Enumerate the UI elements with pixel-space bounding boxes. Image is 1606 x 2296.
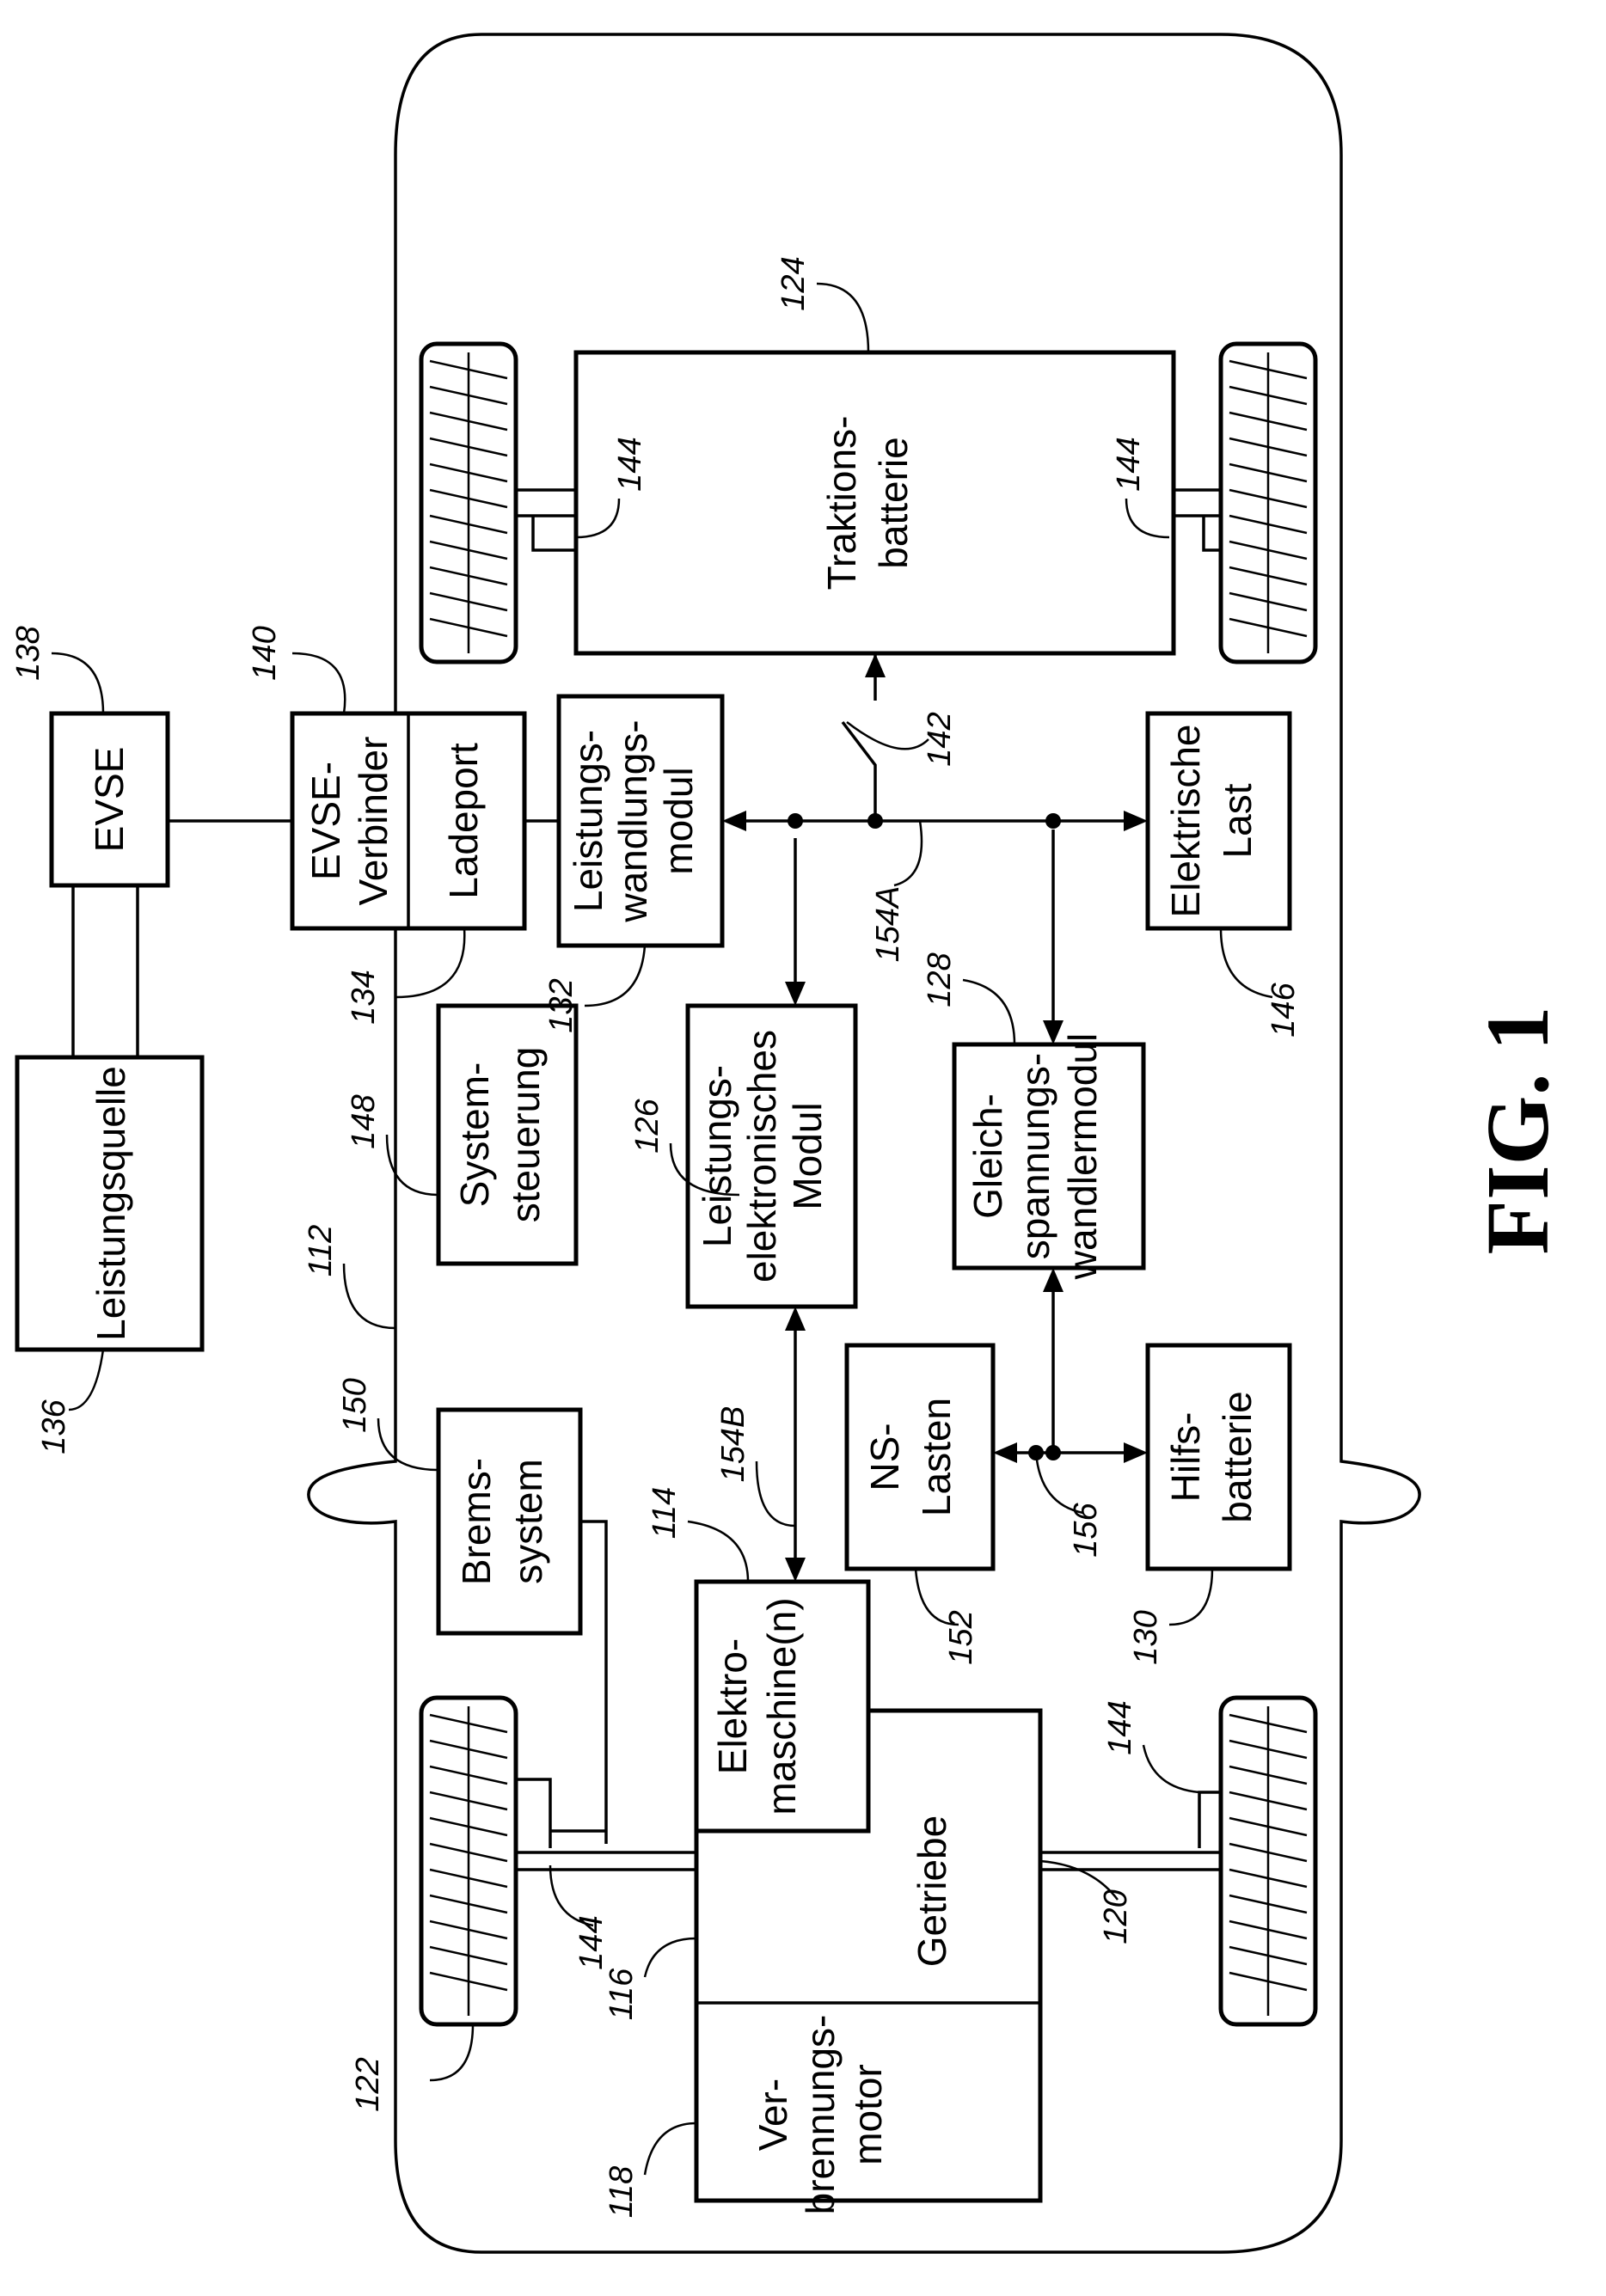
power-source-evse-link xyxy=(73,885,138,1057)
brake-system-label-2: system xyxy=(506,1459,550,1584)
rear-hub-right xyxy=(1169,490,1221,550)
figure-caption: FIG. 1 xyxy=(1468,1007,1567,1255)
transmission-label: Getriebe xyxy=(910,1815,954,1967)
ref-142: 142 xyxy=(922,712,958,766)
tire-rear-right xyxy=(1221,344,1315,662)
ref-116: 116 xyxy=(604,1968,640,2020)
power-conversion-label-1: Leistungs- xyxy=(566,730,610,912)
ref-144-rear-left: 144 xyxy=(612,437,648,491)
power-source-label: Leistungsquelle xyxy=(89,1066,133,1341)
ref-136: 136 xyxy=(36,1399,72,1454)
front-hub-right xyxy=(1199,1792,1221,1848)
power-electronics-label-3: Modul xyxy=(785,1102,830,1209)
system-controller-label-2: steuerung xyxy=(503,1047,548,1223)
ref-138: 138 xyxy=(10,626,46,680)
power-electronics-label-1: Leistungs- xyxy=(695,1065,739,1247)
power-conversion-label-2: wandlungs- xyxy=(610,719,655,922)
dc-dc-converter-label-3: wandlermodul xyxy=(1060,1033,1105,1280)
ref-144-front-left: 144 xyxy=(573,1915,610,1969)
electric-machines-label-2: maschine(n) xyxy=(759,1597,804,1815)
evse-connector-label-2: Verbinder xyxy=(351,737,395,906)
ref-124: 124 xyxy=(775,256,812,310)
tire-front-left xyxy=(421,1698,516,2024)
ref-148: 148 xyxy=(346,1094,382,1148)
tire-front-right xyxy=(1221,1698,1315,2024)
front-hub-left xyxy=(516,1779,550,1848)
ref-118: 118 xyxy=(604,2166,640,2219)
hv-link-to-dc-dc xyxy=(1043,830,1064,1044)
aux-battery-label-1: Hilfs- xyxy=(1163,1412,1208,1503)
engine-label-1: Ver- xyxy=(751,2079,795,2151)
tire-rear-left xyxy=(421,344,516,662)
evse-connector-label-1: EVSE- xyxy=(303,762,348,880)
ref-128: 128 xyxy=(922,952,958,1007)
dc-dc-converter-label-1: Gleich- xyxy=(965,1093,1010,1219)
brake-system-label-1: Brems- xyxy=(454,1458,499,1585)
aux-battery-label-2: batterie xyxy=(1215,1391,1260,1522)
ref-130: 130 xyxy=(1128,1610,1164,1664)
engine-label-3: motor xyxy=(845,2064,890,2165)
hv-link-154b xyxy=(785,1307,806,1582)
ref-154b: 154B xyxy=(715,1406,751,1483)
electric-machines-label-1: Elektro- xyxy=(710,1638,755,1774)
ref-134: 134 xyxy=(346,970,382,1024)
dc-dc-to-lv-bus xyxy=(1043,1268,1064,1453)
evse-label: EVSE xyxy=(87,747,132,853)
lv-bus-156 xyxy=(993,1442,1148,1463)
power-conversion-label-3: modul xyxy=(656,767,701,874)
electric-load-label-1: Elektrische xyxy=(1163,725,1208,918)
ref-150: 150 xyxy=(337,1378,373,1432)
ref-112: 112 xyxy=(303,1225,339,1277)
lv-loads-label-1: NS- xyxy=(862,1423,907,1491)
lv-loads-label-2: Lasten xyxy=(914,1398,959,1516)
ref-144-front-right: 144 xyxy=(1102,1700,1138,1754)
dc-dc-converter-label-2: spannungs- xyxy=(1013,1053,1057,1259)
traction-battery-label-2: batterie xyxy=(871,437,916,568)
ref-120: 120 xyxy=(1098,1889,1134,1944)
ref-132: 132 xyxy=(543,978,579,1032)
ref-154a: 154A xyxy=(870,886,906,963)
ref-152: 152 xyxy=(943,1610,979,1664)
ref-122: 122 xyxy=(350,2057,386,2111)
power-electronics-label-2: elektronisches xyxy=(739,1030,784,1283)
rear-hub-left xyxy=(516,490,576,550)
ref-144-rear-right: 144 xyxy=(1111,437,1147,491)
hv-link-to-power-electronics xyxy=(785,838,806,1006)
charge-port-label: Ladeport xyxy=(441,743,486,899)
ref-140: 140 xyxy=(247,626,283,680)
ref-114: 114 xyxy=(647,1487,683,1540)
system-controller-label-1: System- xyxy=(452,1062,497,1208)
ref-126: 126 xyxy=(629,1098,665,1153)
traction-battery-label-1: Traktions- xyxy=(819,416,864,591)
ref-156: 156 xyxy=(1068,1502,1104,1557)
electric-load-label-2: Last xyxy=(1215,783,1260,858)
ref-146: 146 xyxy=(1266,982,1302,1037)
engine-label-2: brennungs- xyxy=(798,2015,843,2215)
